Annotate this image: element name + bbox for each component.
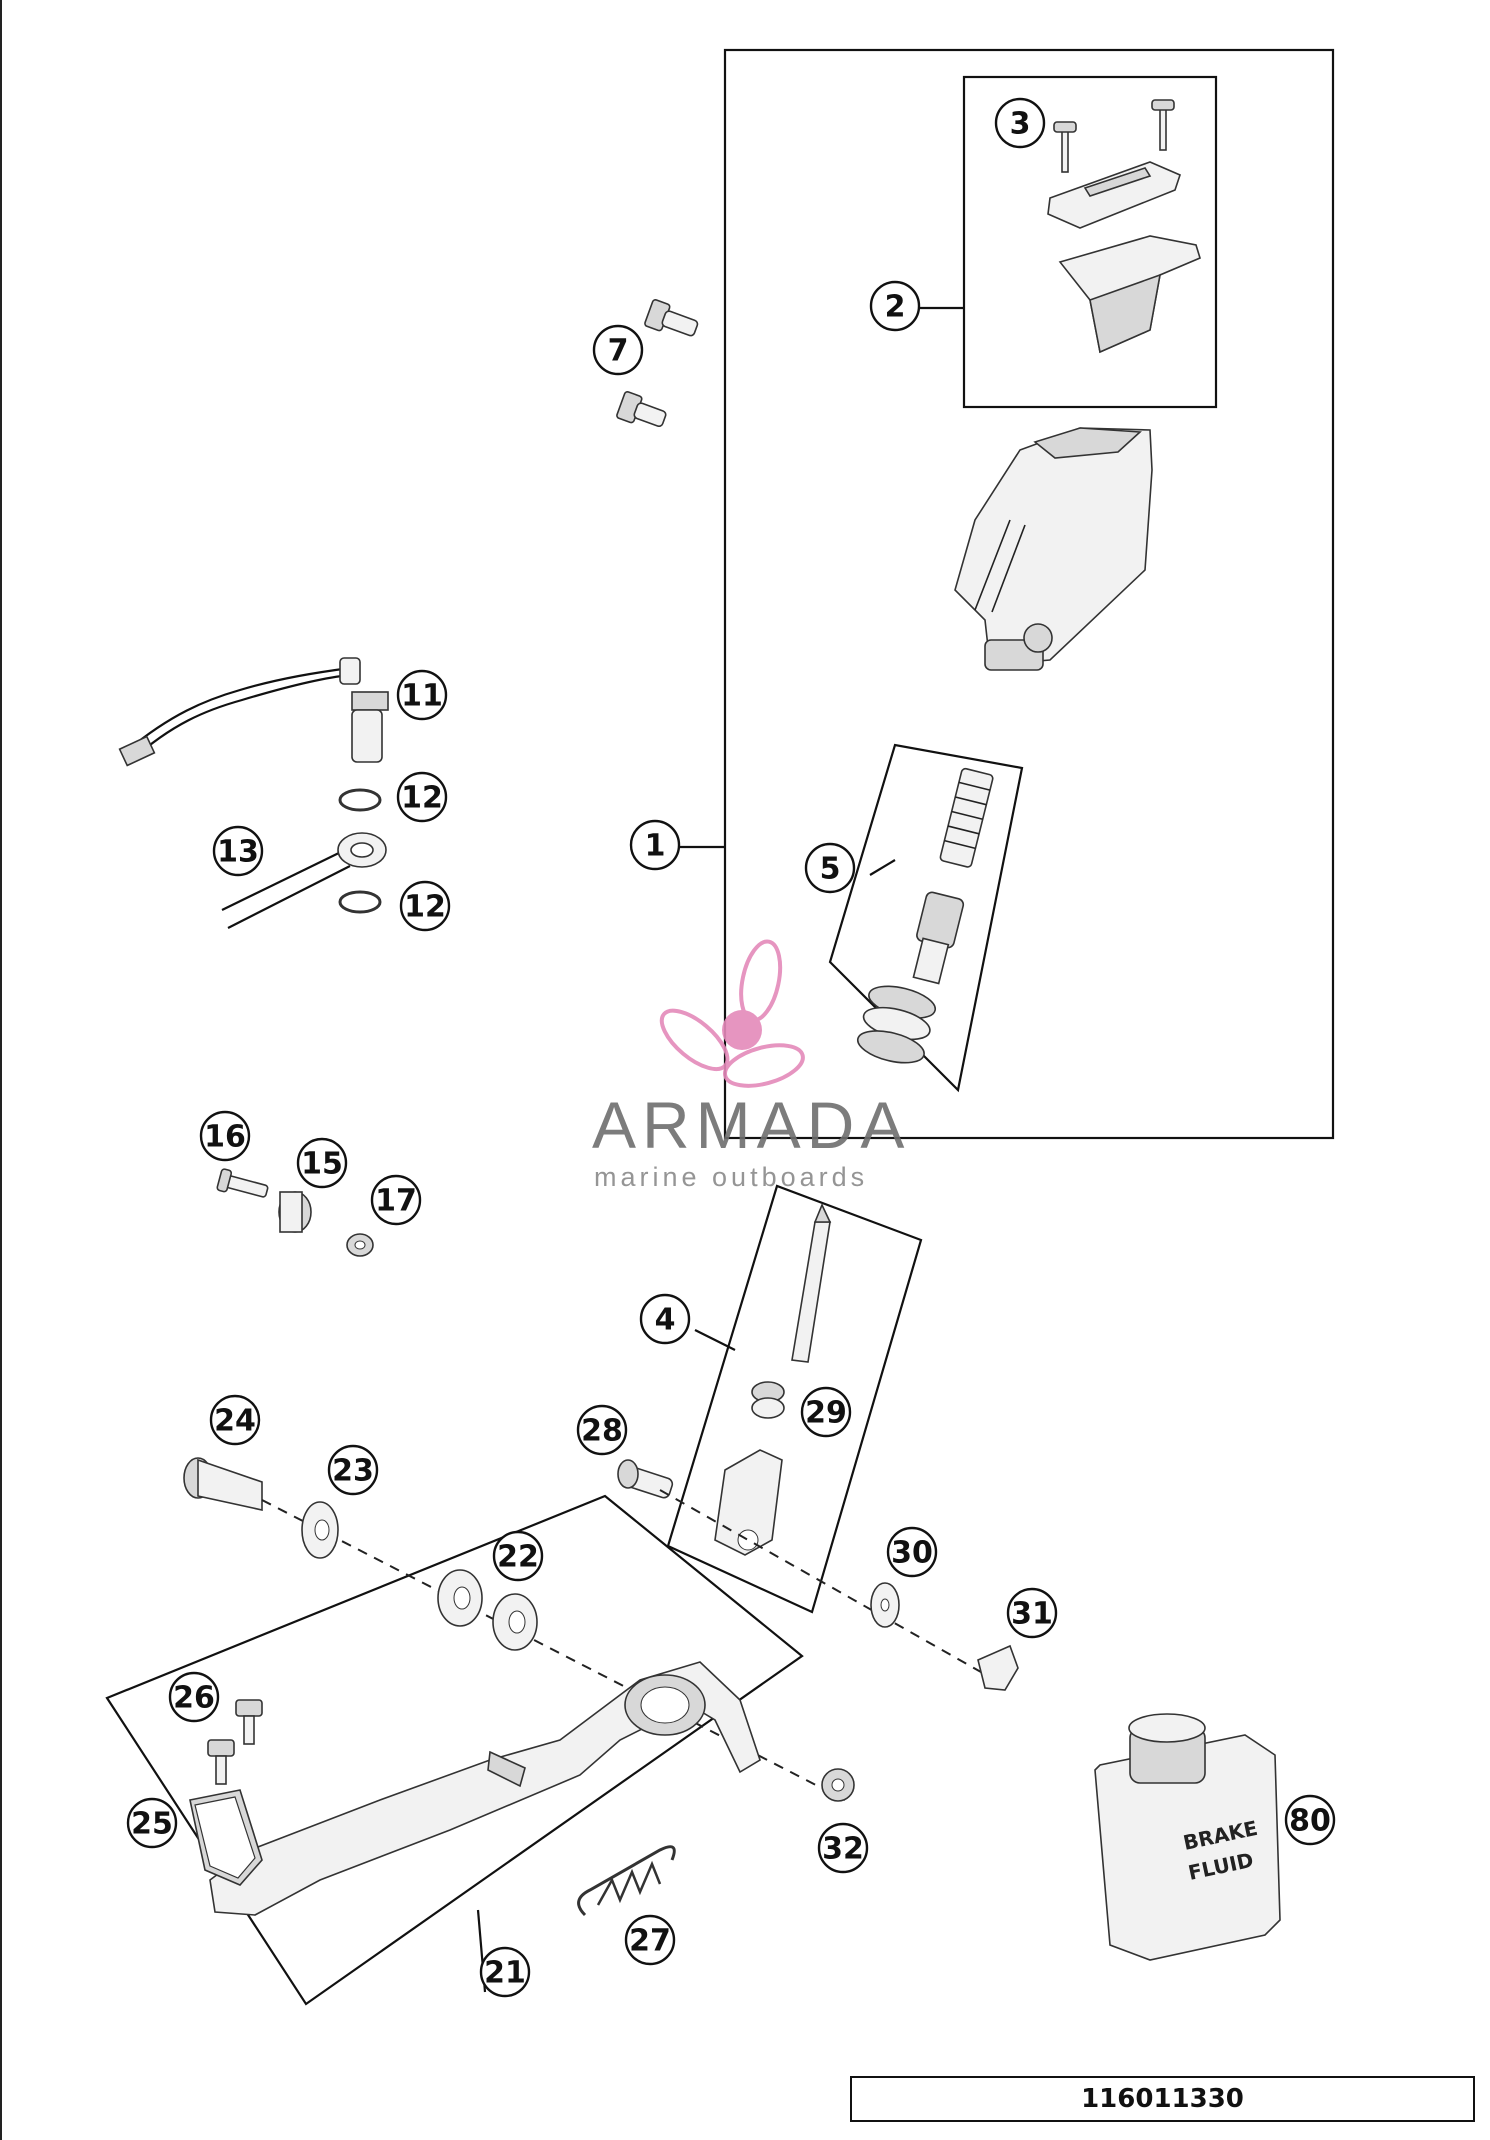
return-spring-27 [577,1845,676,1917]
watermark-name: ARMADA [592,1088,910,1162]
pin-28 [617,1459,674,1499]
reservoir-screws [1053,99,1175,173]
svg-text:28: 28 [581,1414,623,1449]
svg-text:1: 1 [645,829,666,864]
svg-text:23: 23 [332,1454,374,1489]
svg-text:2: 2 [885,290,906,325]
svg-text:80: 80 [1289,1804,1331,1839]
svg-text:21: 21 [484,1956,526,1991]
svg-text:29: 29 [805,1396,847,1431]
svg-text:12: 12 [404,890,446,925]
page-left-border [0,0,2,2140]
svg-text:30: 30 [891,1536,933,1571]
callout-21: 21 [479,1946,531,1998]
svg-text:15: 15 [301,1147,343,1182]
assembly-box-reservoir [962,75,1218,409]
bolts-26 [207,1699,263,1785]
washer-23 [301,1501,339,1559]
bolt-16 [216,1168,269,1198]
svg-text:17: 17 [375,1184,417,1219]
svg-text:22: 22 [497,1540,539,1575]
callout-15: 15 [296,1137,348,1189]
callout-16: 16 [199,1110,251,1162]
brake-light-switch [118,657,389,767]
assembly-box-push-rod [666,1184,923,1614]
nut-32 [821,1768,855,1802]
svg-text:5: 5 [820,852,841,887]
callout-24: 24 [209,1394,261,1446]
svg-text:25: 25 [131,1807,173,1842]
armada-watermark: ARMADA marine outboards [592,939,910,1192]
washers-12 [338,788,382,914]
pivot-bolt-24 [183,1457,263,1511]
bolts-7 [616,298,699,428]
callout-5: 5 [804,842,856,894]
assembly-box-master-cylinder [723,48,1335,1140]
callout-22: 22 [492,1530,544,1582]
cotter-pin-31 [977,1644,1019,1691]
callout-26: 26 [168,1671,220,1723]
drawing-number: 116011330 [1081,2084,1244,2114]
svg-text:16: 16 [204,1120,246,1155]
callout-25: 25 [126,1797,178,1849]
callout-31: 31 [1006,1587,1058,1639]
watermark-tagline: marine outboards [594,1162,868,1192]
callout-32: 32 [817,1822,869,1874]
svg-text:12: 12 [401,781,443,816]
svg-text:24: 24 [214,1404,256,1439]
callout-2: 2 [869,280,921,332]
svg-text:13: 13 [217,835,259,870]
callout-4: 4 [639,1293,691,1345]
svg-text:11: 11 [401,679,443,714]
svg-text:27: 27 [629,1924,671,1959]
callout-28: 28 [576,1404,628,1456]
piston-kit-parts [856,767,994,1064]
callout-23: 23 [327,1444,379,1496]
nut-17 [346,1233,374,1257]
callout-13: 13 [212,825,264,877]
washer-30 [870,1582,900,1628]
svg-text:4: 4 [655,1303,676,1338]
propeller-logo-icon [659,939,805,1088]
svg-text:32: 32 [822,1832,864,1867]
callout-12b: 12 [399,880,451,932]
callout-29: 29 [800,1386,852,1438]
brake-pedal [189,1661,761,1916]
brake-hose-banjo [221,832,387,929]
reservoir-cap [1047,161,1181,229]
master-cylinder-body [954,427,1153,671]
axis-line-28-31 [659,1489,996,1681]
svg-text:31: 31 [1011,1597,1053,1632]
reservoir-body [1058,235,1201,354]
bushing-15 [278,1191,312,1233]
brake-fluid-bottle: BRAKE FLUID [1094,1713,1281,1961]
callout-80: 80 [1284,1794,1336,1846]
bushings-22 [437,1569,538,1651]
callout-11: 11 [396,669,448,721]
callout-27: 27 [624,1914,676,1966]
callout-3: 3 [994,97,1046,149]
callout-1: 1 [629,819,681,871]
callout-12a: 12 [396,771,448,823]
callout-30: 30 [886,1526,938,1578]
callout-7: 7 [592,324,644,376]
svg-text:7: 7 [608,334,629,369]
callout-17: 17 [370,1174,422,1226]
push-rod [714,1203,832,1556]
svg-text:3: 3 [1010,107,1031,142]
drawing-number-box: 116011330 [850,2076,1475,2122]
svg-text:26: 26 [173,1681,215,1716]
